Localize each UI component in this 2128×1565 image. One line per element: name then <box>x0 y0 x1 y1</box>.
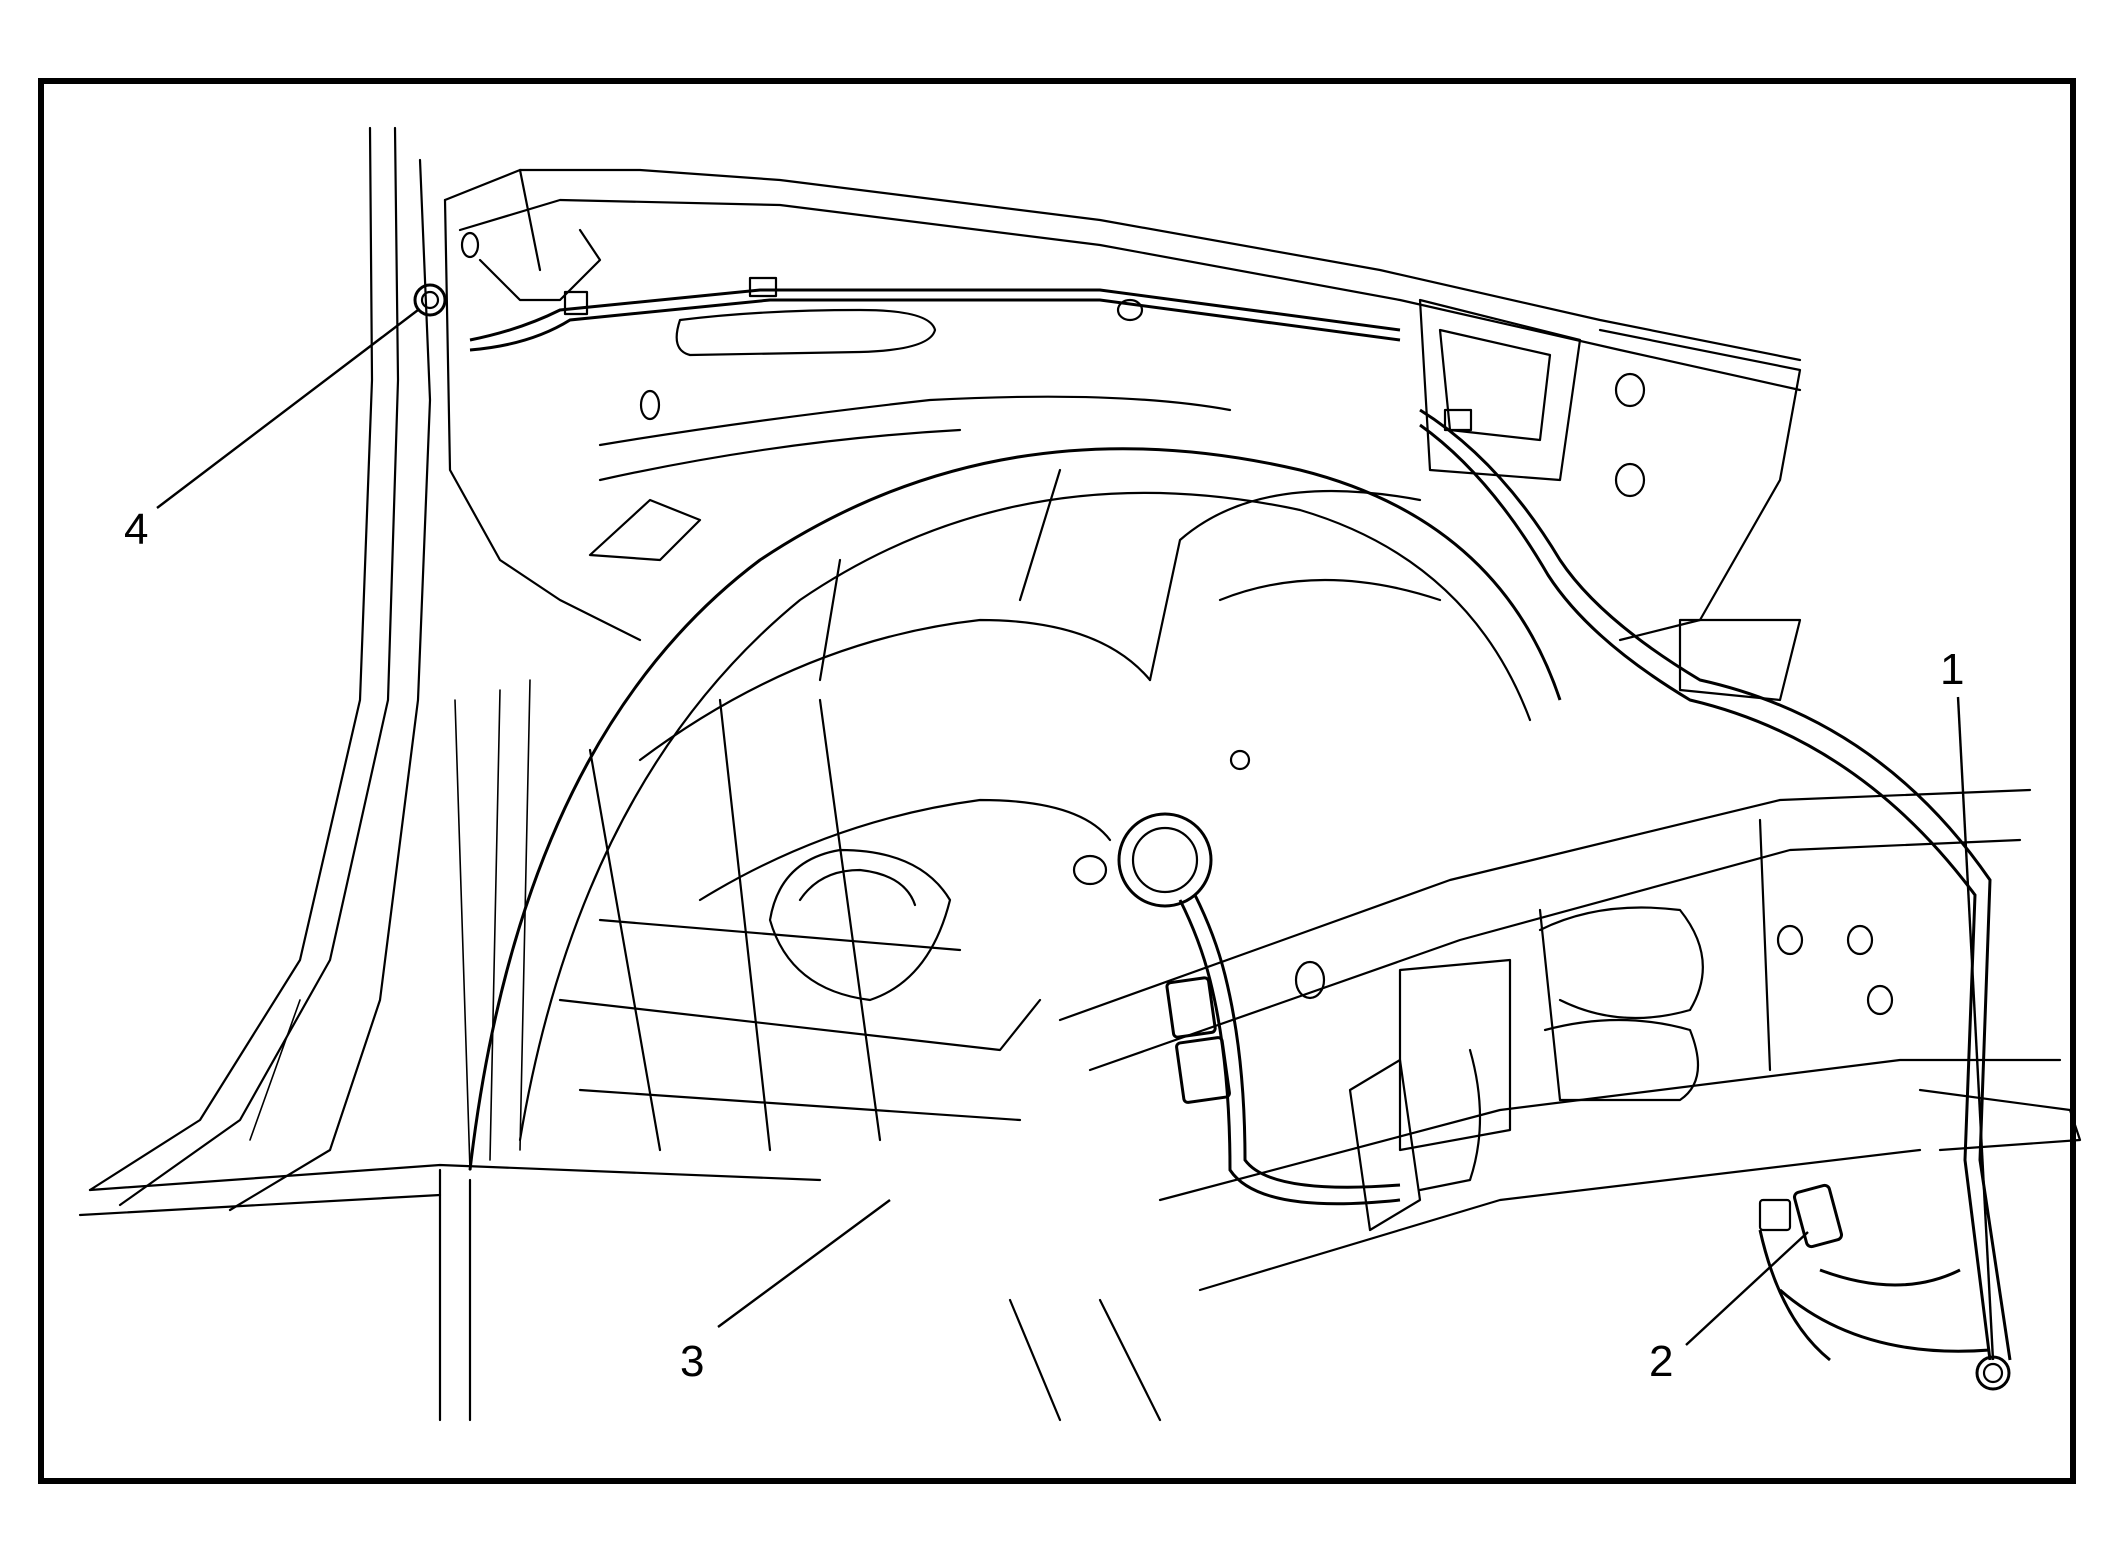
callout-3: 3 <box>680 1337 705 1386</box>
diagram-frame <box>38 78 2076 1484</box>
body-side-panel <box>78 126 822 1422</box>
rear-floor-rail <box>1008 788 2082 1422</box>
callout-4-leader <box>156 309 419 509</box>
callout-2-leader <box>1685 1231 1809 1346</box>
callout-3-leader <box>717 1199 891 1328</box>
callout-1-leader <box>1956 696 1995 1361</box>
callout-2: 2 <box>1649 1337 1674 1386</box>
components <box>413 276 2011 1391</box>
callout-1: 1 <box>1940 645 1965 694</box>
wheelhouse-arch <box>468 447 1562 1171</box>
upper-quarter-panel <box>443 168 1802 702</box>
callout-4: 4 <box>124 505 149 554</box>
